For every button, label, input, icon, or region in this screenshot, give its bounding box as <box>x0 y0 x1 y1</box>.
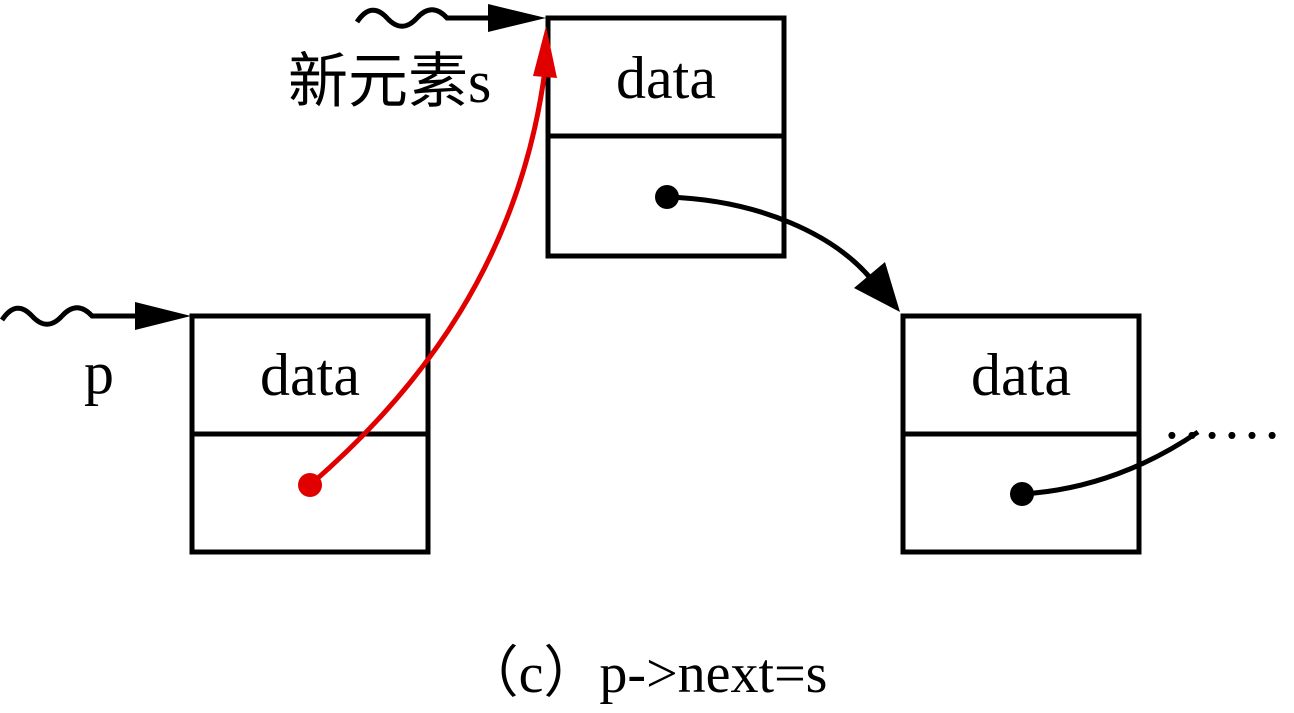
link-new-to-next-arrowhead <box>854 262 900 312</box>
node-next-next-cell <box>900 431 1142 555</box>
continuation-ellipsis: …… <box>1162 385 1282 451</box>
p-pointer-wave <box>0 305 135 327</box>
link-p-to-new-arrowhead <box>533 26 557 78</box>
link-p-to-new <box>298 26 557 497</box>
p-pointer-label: p <box>84 340 114 406</box>
link-next-to-continuation: …… <box>1021 385 1282 497</box>
new-element-pointer-wave <box>354 7 490 29</box>
node-p-next-cell <box>189 431 431 555</box>
node-p-data-label: data <box>260 342 360 408</box>
p-pointer: p <box>0 302 191 406</box>
link-next-to-continuation-curve <box>1021 429 1200 497</box>
new-element-label: 新元素s <box>288 49 491 115</box>
node-next: data <box>900 313 1142 555</box>
p-pointer-arrowhead <box>135 302 191 330</box>
link-new-to-next <box>666 194 900 312</box>
node-p: data <box>189 313 431 555</box>
node-next-data-label: data <box>971 342 1071 408</box>
node-new: data <box>545 15 787 259</box>
diagram-caption: （c）p->next=s <box>463 643 828 705</box>
link-new-to-next-curve <box>666 194 874 282</box>
new-element-pointer: 新元素s <box>288 4 546 115</box>
link-p-to-new-curve <box>308 69 548 487</box>
node-new-data-label: data <box>616 45 716 111</box>
node-new-next-cell <box>545 133 787 259</box>
new-element-pointer-arrowhead <box>488 4 546 32</box>
node-p-pointer-dot <box>298 473 322 497</box>
